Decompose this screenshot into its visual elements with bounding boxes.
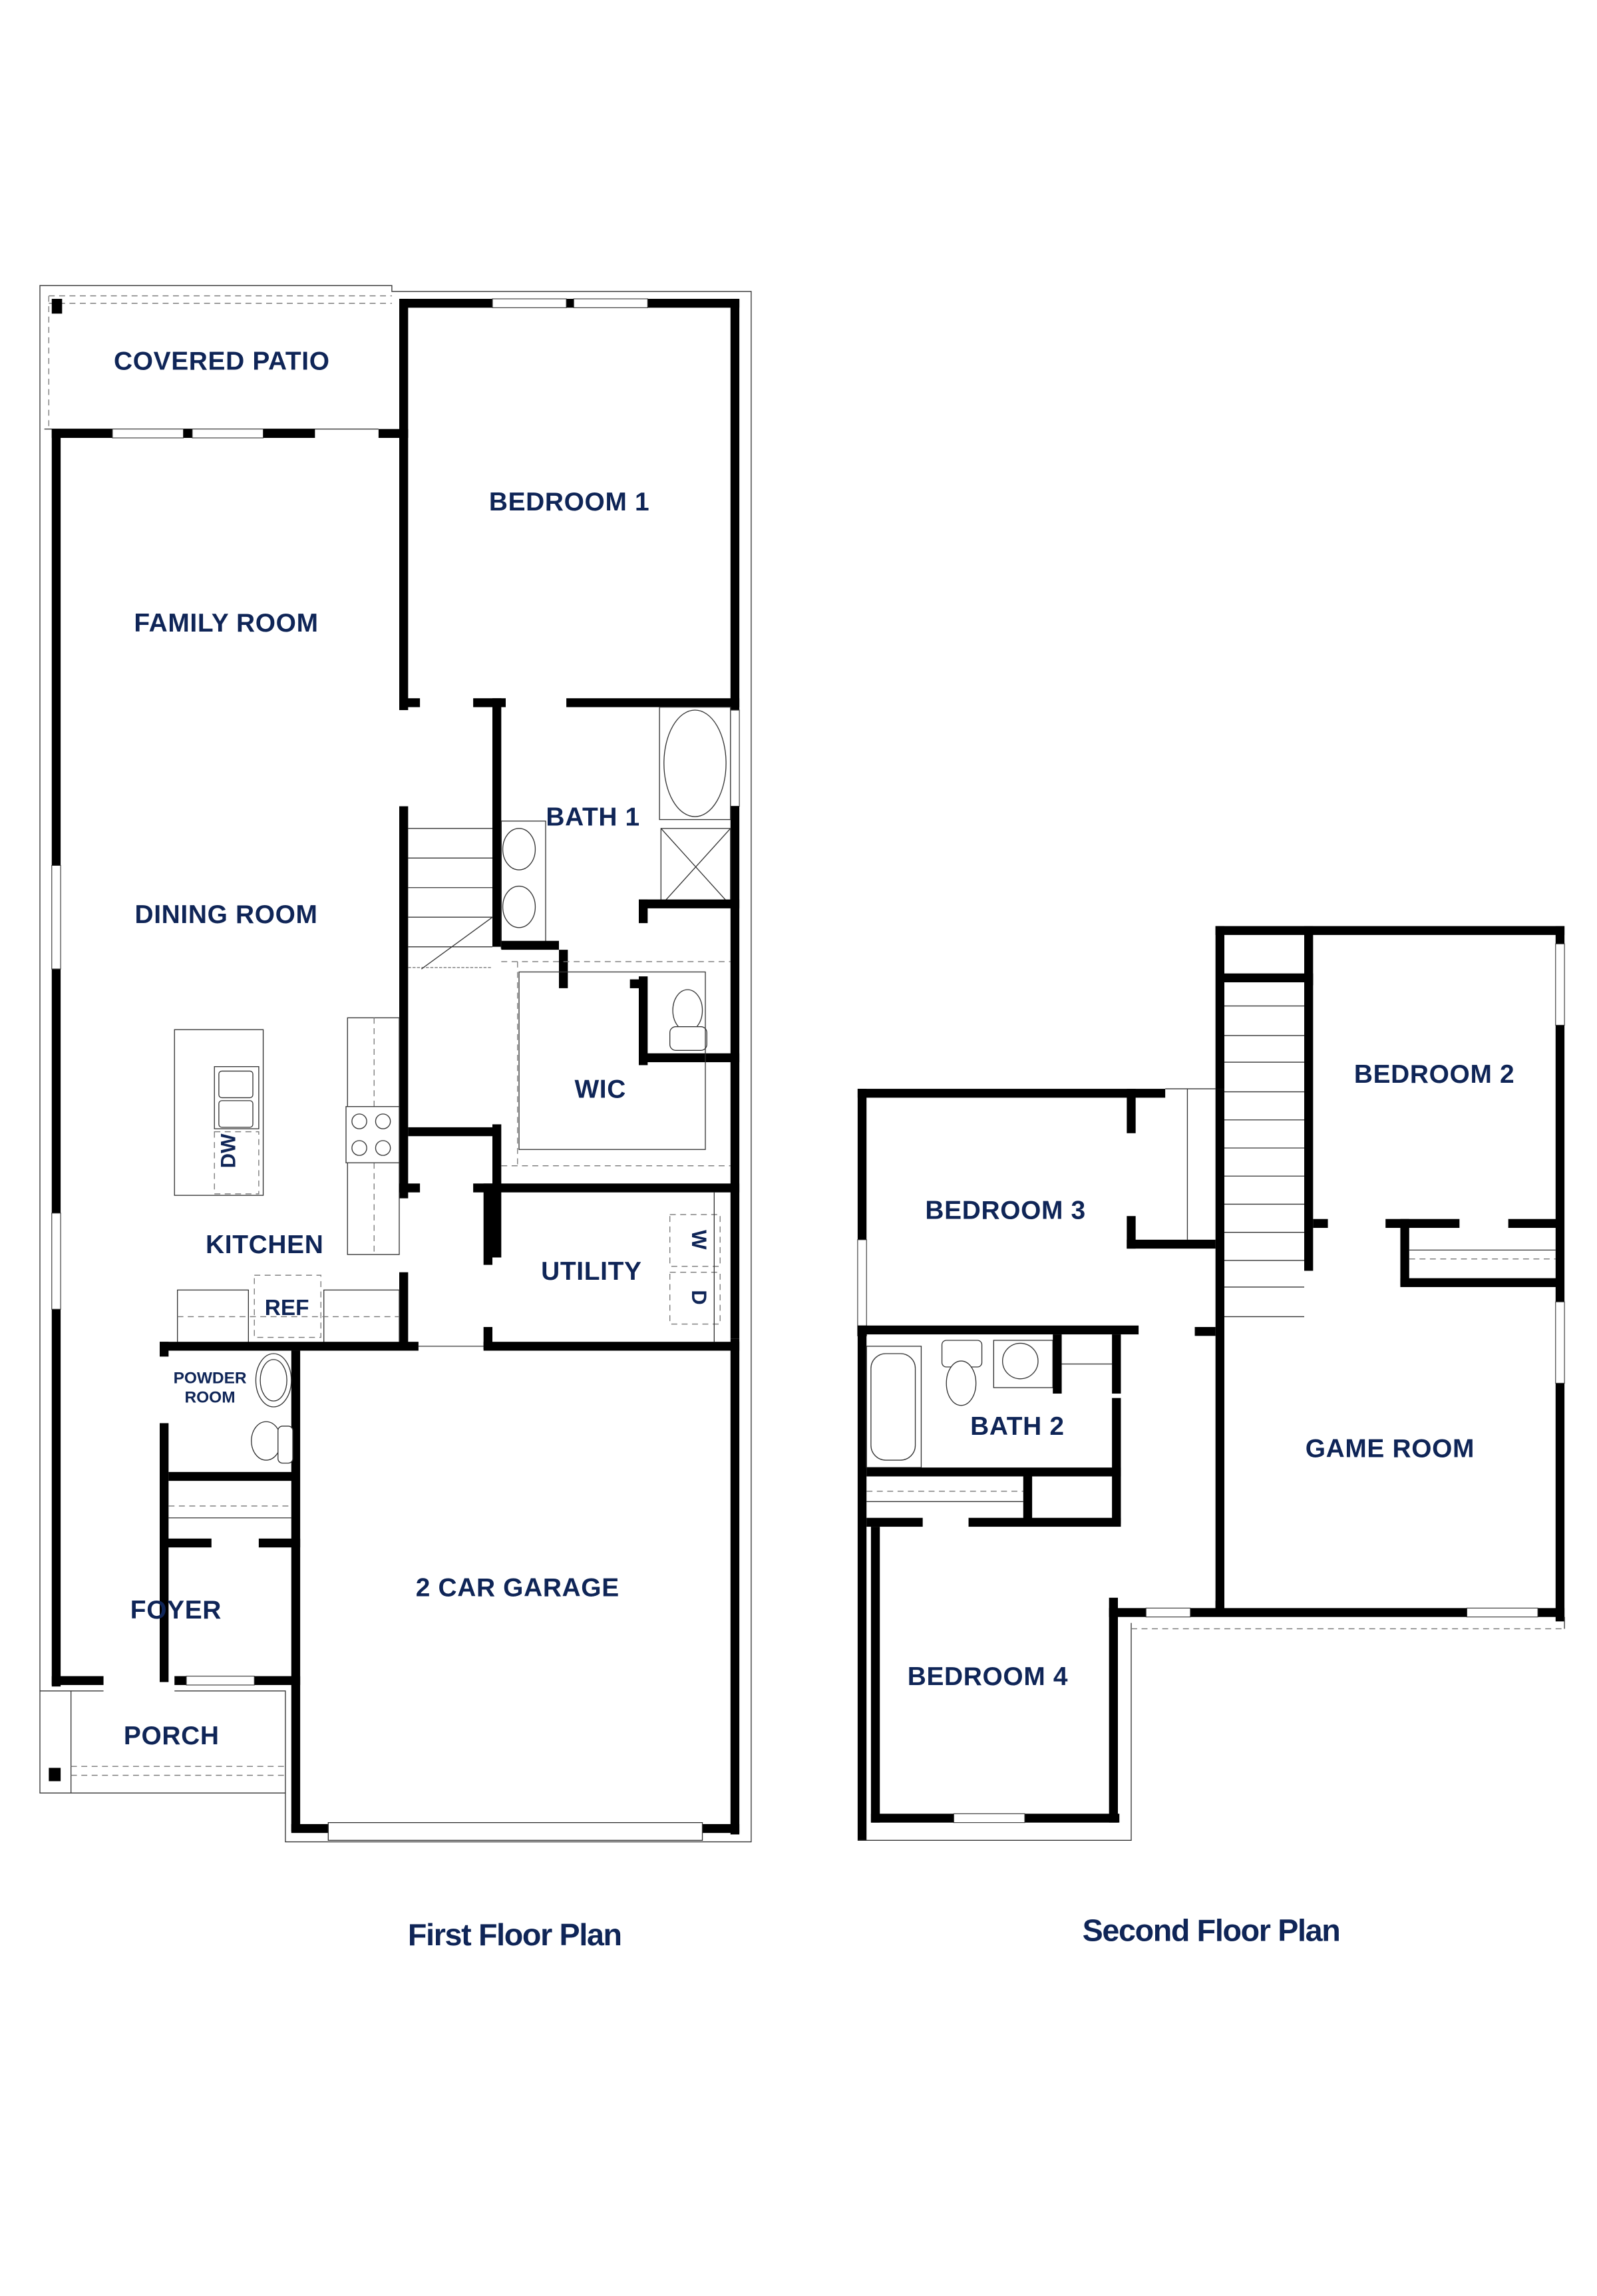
label-covered-patio: COVERED PATIO — [114, 347, 330, 376]
label-wic: WIC — [574, 1075, 626, 1103]
first-floor-plan — [39, 285, 752, 1843]
label-family-room: FAMILY ROOM — [134, 609, 318, 638]
staircase — [408, 828, 493, 970]
label-bath-2: BATH 2 — [970, 1412, 1064, 1441]
label-bedroom-2: BEDROOM 2 — [1354, 1060, 1514, 1089]
label-powder-room-line2: ROOM — [185, 1388, 236, 1406]
label-refrigerator: REF — [265, 1296, 309, 1320]
label-2-car-garage: 2 CAR GARAGE — [416, 1574, 620, 1603]
label-foyer: FOYER — [130, 1596, 222, 1625]
label-bedroom-3: BEDROOM 3 — [925, 1197, 1085, 1225]
label-utility: UTILITY — [541, 1257, 641, 1286]
label-washer: W — [687, 1230, 711, 1250]
label-dishwasher: DW — [216, 1133, 240, 1168]
room-labels: COVERED PATIO BEDROOM 1 FAMILY ROOM BATH… — [114, 347, 1514, 1952]
label-bedroom-4: BEDROOM 4 — [908, 1662, 1068, 1691]
label-porch: PORCH — [124, 1722, 220, 1750]
label-bath-1: BATH 1 — [546, 803, 639, 831]
second-floor-title: Second Floor Plan — [1083, 1913, 1340, 1947]
label-kitchen: KITCHEN — [206, 1231, 323, 1259]
label-dining-room: DINING ROOM — [134, 900, 317, 929]
label-bedroom-1: BEDROOM 1 — [489, 488, 649, 516]
label-game-room: GAME ROOM — [1306, 1435, 1475, 1463]
second-floor-plan — [857, 926, 1565, 1841]
label-powder-room-line1: POWDER — [174, 1369, 247, 1387]
first-floor-title: First Floor Plan — [408, 1917, 621, 1952]
staircase-upper — [1224, 1005, 1304, 1318]
label-dryer: D — [687, 1290, 711, 1304]
